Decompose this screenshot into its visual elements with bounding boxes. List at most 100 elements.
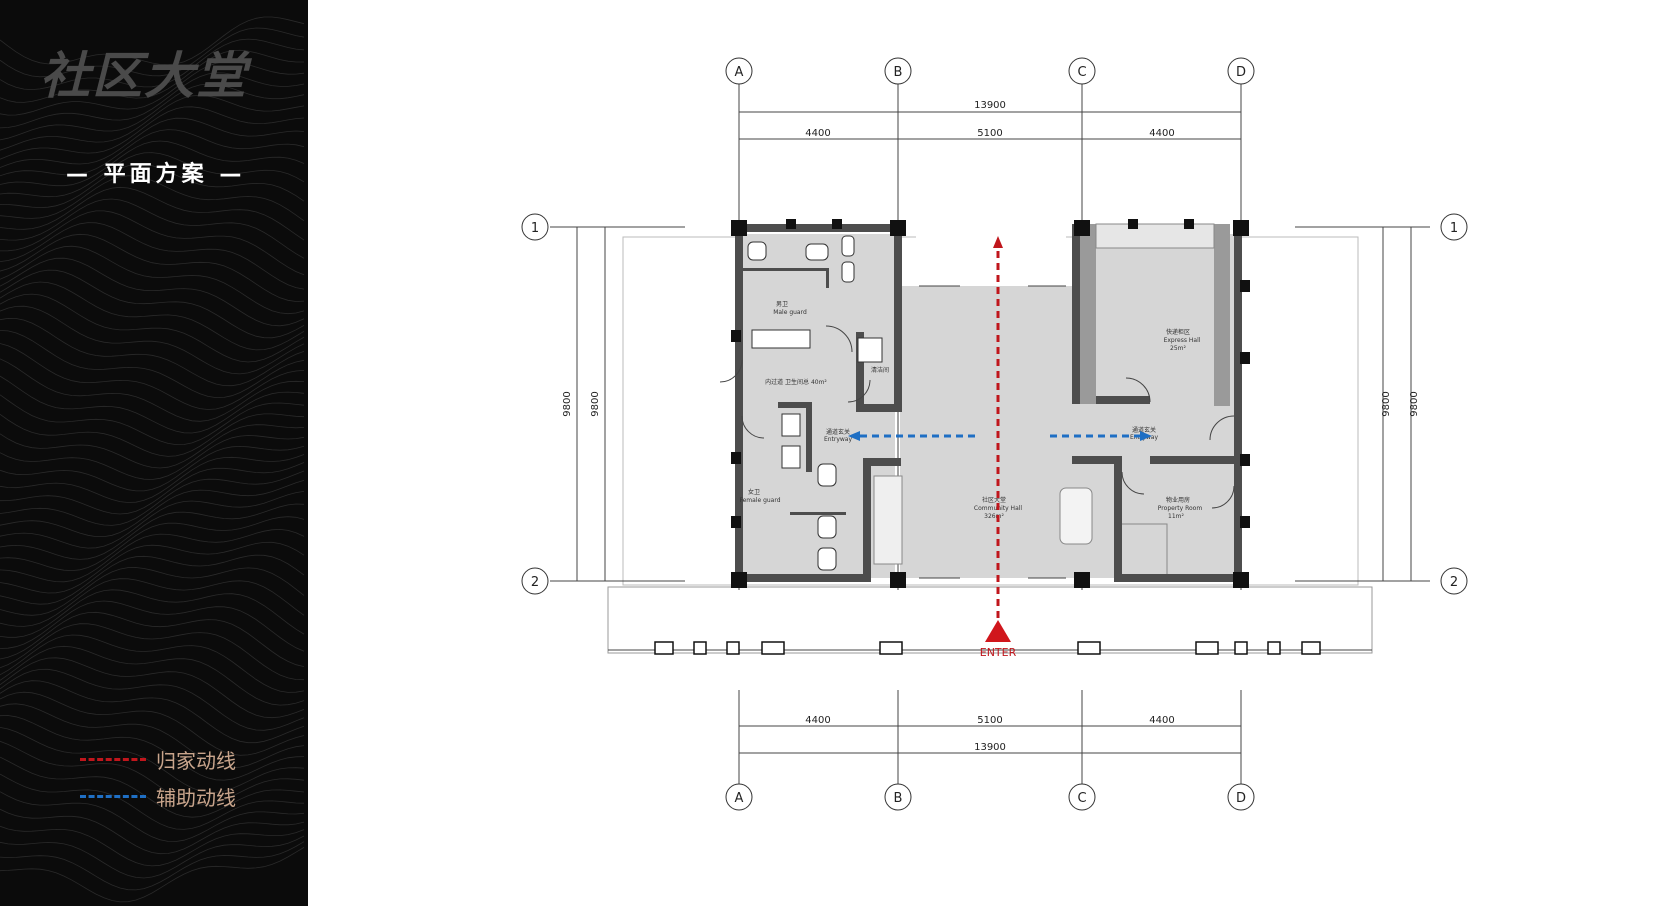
- wave-line: [0, 27, 305, 78]
- wave-line: [0, 462, 305, 515]
- room-express-hall-cn: 快递柜区: [1166, 328, 1190, 336]
- room-female-toilet-en: Female guard: [739, 497, 780, 504]
- wave-line: [0, 727, 305, 793]
- wave-line: [0, 554, 305, 605]
- wave-line: [0, 175, 305, 222]
- floor-plan: 13900 4400 5100 4400 4400 5100 4400 1390…: [521, 57, 1468, 811]
- wave-line: [0, 567, 305, 616]
- wave-line: [0, 394, 305, 446]
- room-community-hall-area: 326m²: [984, 513, 1004, 520]
- wave-line: [0, 773, 305, 830]
- wave-line: [0, 413, 305, 457]
- dim-right-inner: 9800: [1381, 391, 1392, 416]
- room-clean-room: 清洁间: [871, 366, 889, 374]
- wave-line: [0, 233, 305, 302]
- entrance-porch: [916, 218, 1066, 284]
- wave-line: [0, 38, 305, 91]
- wave-line: [0, 424, 305, 469]
- wave-line: [0, 847, 305, 903]
- axis-label-1-right: 1: [1450, 221, 1458, 236]
- wave-line: [0, 680, 305, 744]
- axis-bubble-c-top: [1068, 57, 1096, 85]
- dim-top-seg-3: 4400: [1149, 128, 1174, 139]
- axis-bubble-1-right: [1440, 213, 1468, 241]
- reception-desk: [1059, 487, 1093, 545]
- legend-home-route: 归家动线: [80, 745, 236, 774]
- wave-line: [0, 61, 305, 116]
- grid-lines: [550, 84, 1430, 784]
- room-entry-left-cn: 通道玄关: [826, 428, 850, 436]
- wave-line: [0, 210, 305, 276]
- dim-left-outer: 9800: [562, 391, 573, 416]
- wave-line: [0, 503, 305, 560]
- walls: [735, 223, 1242, 582]
- wave-line: [0, 841, 305, 891]
- wave-line: [0, 83, 305, 141]
- wave-line: [0, 657, 305, 719]
- dim-right-outer: 9800: [1409, 391, 1420, 416]
- axis-bubble-2-right: [1440, 567, 1468, 595]
- dim-bottom-total: 13900: [974, 742, 1006, 753]
- axis-label-2-left: 2: [531, 575, 539, 590]
- wave-pattern: [0, 16, 305, 903]
- door-swings: [719, 285, 1235, 579]
- route-lines: [848, 236, 1152, 642]
- cabinet-block: [873, 475, 903, 565]
- express-hall-floor: [1100, 248, 1224, 408]
- dim-top-seg-1: 4400: [805, 128, 830, 139]
- wave-line: [0, 16, 305, 66]
- wave-line: [0, 305, 305, 375]
- axis-label-a-top: A: [735, 65, 744, 80]
- wave-line: [0, 703, 305, 769]
- axis-label-d-top: D: [1236, 65, 1246, 80]
- wave-line: [0, 222, 305, 290]
- wave-line: [0, 835, 305, 879]
- room-male-toilet-cn: 男卫: [776, 301, 788, 308]
- wave-line: [0, 611, 305, 667]
- sidebar: 社区大堂 — 平面方案 — 归家动线 辅助动线: [0, 0, 308, 906]
- wave-line: [0, 740, 305, 806]
- dim-left-inner: 9800: [590, 391, 601, 416]
- wave-line: [0, 245, 305, 315]
- property-room-floor: [1122, 468, 1234, 576]
- dim-bottom-seg-3: 4400: [1149, 715, 1174, 726]
- room-entry-right-cn: 通道玄关: [1132, 426, 1156, 434]
- wave-line: [0, 600, 305, 652]
- sanitary-fixtures: [747, 235, 883, 571]
- wave-line: [0, 49, 304, 103]
- axis-bubble-d-top: [1227, 57, 1255, 85]
- wave-line: [0, 269, 305, 339]
- axis-label-b-bottom: B: [894, 791, 903, 806]
- wave-line: [0, 634, 305, 693]
- axis-bubble-a-bottom: [725, 783, 753, 811]
- room-male-toilet-en: Male guard: [773, 309, 807, 316]
- wave-line: [0, 163, 305, 209]
- dim-top-total: 13900: [974, 100, 1006, 111]
- axis-bubble-b-bottom: [884, 783, 912, 811]
- wave-line: [0, 293, 305, 363]
- wave-line: [0, 72, 305, 129]
- axis-bubble-2-left: [521, 567, 549, 595]
- wall-piers: [731, 219, 1250, 528]
- room-express-hall-area: 25m²: [1170, 345, 1186, 352]
- wave-line: [0, 454, 305, 503]
- dim-bottom-seg-2: 5100: [977, 715, 1002, 726]
- wave-line: [0, 491, 305, 549]
- axis-label-d-bottom: D: [1236, 791, 1246, 806]
- wave-line: [0, 589, 305, 638]
- wave-line: [0, 94, 305, 151]
- wave-line: [0, 715, 305, 781]
- wave-line: [0, 808, 305, 855]
- room-property-area: 11m²: [1168, 513, 1184, 520]
- room-corridor: 内过道 卫生间总 40m²: [765, 378, 827, 386]
- wave-line: [0, 435, 305, 480]
- page-subtitle: — 平面方案 —: [66, 162, 246, 187]
- wave-line: [0, 470, 305, 526]
- axis-bubble-d-bottom: [1227, 783, 1255, 811]
- dim-top-seg-2: 5100: [977, 128, 1002, 139]
- axis-bubble-1-left: [521, 213, 549, 241]
- axis-label-1-left: 1: [531, 221, 539, 236]
- wave-line: [0, 623, 305, 681]
- legend-aux-line: [80, 795, 146, 798]
- wave-line: [0, 480, 305, 537]
